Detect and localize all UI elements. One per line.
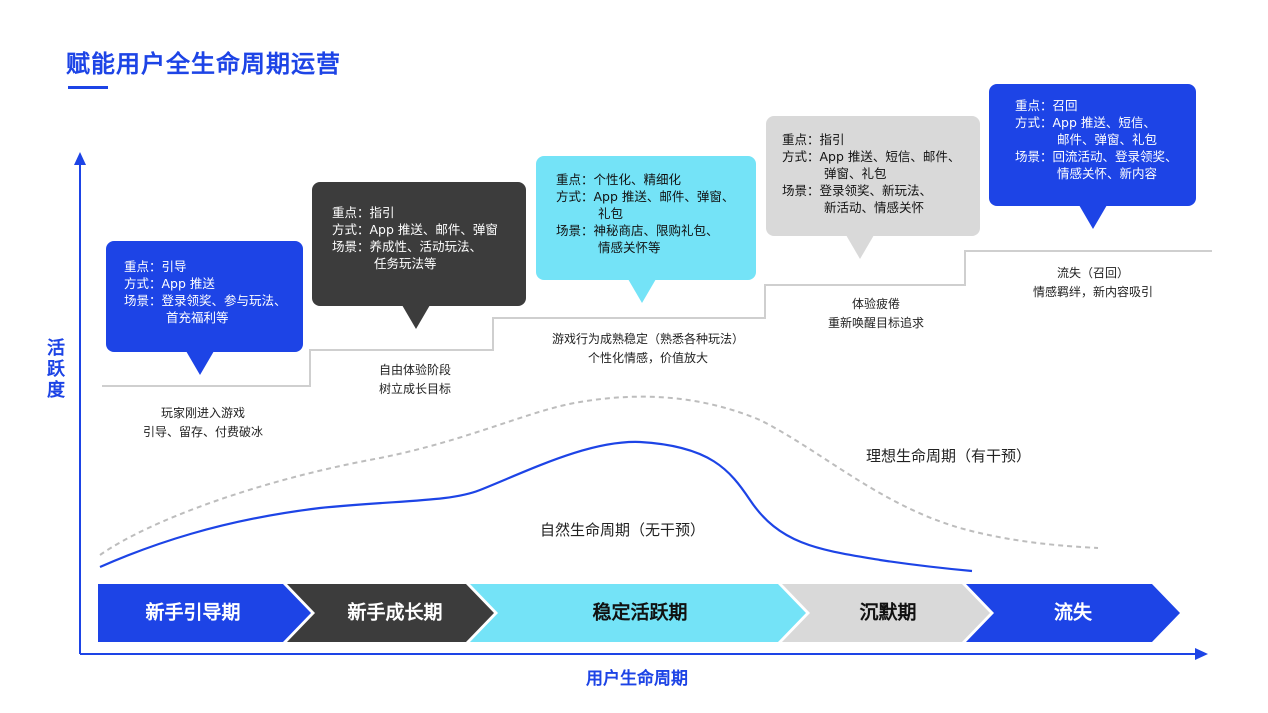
- bubble-1-line-3: 场景：登录领奖、参与玩法、: [124, 293, 287, 308]
- bubble-silent-stage: 重点：指引 方式：App 推送、短信、邮件、 弹窗、礼包 场景：登录领奖、新玩法…: [766, 116, 980, 236]
- stage-label-silent: 沉默期: [859, 601, 917, 624]
- bubble-4-line-5: 新活动、情感关怀: [824, 200, 925, 215]
- y-axis-arrow: [74, 152, 86, 165]
- caption-2-line-1: 自由体验阶段: [378, 363, 452, 377]
- caption-4-line-1: 体验疲倦: [851, 297, 901, 311]
- x-axis-arrow: [1195, 648, 1208, 660]
- caption-3-line-2: 个性化情感，价值放大: [587, 351, 709, 365]
- bubble-1-line-4: 首充福利等: [166, 310, 229, 325]
- bubble-guide-stage: 重点：引导 方式：App 推送 场景：登录领奖、参与玩法、 首充福利等: [106, 241, 303, 352]
- ideal-curve-label: 理想生命周期（有干预）: [866, 447, 1032, 465]
- caption-guide-stage: 玩家刚进入游戏 引导、留存、付费破冰: [143, 404, 263, 442]
- bubble-active-stage: 重点：个性化、精细化 方式：App 推送、邮件、弹窗、 礼包 场景：神秘商店、限…: [536, 156, 756, 280]
- ideal-lifecycle-curve: [99, 395, 1099, 556]
- bubble-3-line-5: 情感关怀等: [598, 240, 661, 255]
- caption-silent-stage: 体验疲倦 重新唤醒目标追求: [828, 295, 924, 333]
- natural-lifecycle-curve: [99, 440, 973, 573]
- stage-label-active: 稳定活跃期: [592, 601, 688, 624]
- caption-2-line-2: 树立成长目标: [378, 382, 452, 396]
- stage-chevron-5: [966, 584, 1180, 642]
- bubble-1-tail: [186, 351, 214, 375]
- stage-chevron-2: [287, 584, 494, 642]
- bubble-5-line-1: 重点：召回: [1015, 98, 1078, 113]
- caption-4-line-2: 重新唤醒目标追求: [827, 316, 925, 330]
- activity-staircase: [102, 250, 1212, 387]
- natural-curve-label: 自然生命周期（无干预）: [540, 521, 706, 539]
- bubble-3-line-1: 重点：个性化、精细化: [556, 172, 682, 187]
- bubble-2-tail: [402, 305, 430, 329]
- bubble-2-line-4: 任务玩法等: [374, 256, 437, 271]
- page-title: 赋能用户全生命周期运营: [66, 50, 341, 78]
- caption-active-stage: 游戏行为成熟稳定（熟悉各种玩法） 个性化情感，价值放大: [552, 330, 744, 368]
- caption-5-line-1: 流失（召回）: [1056, 266, 1130, 280]
- bubble-2-line-2: 方式：App 推送、邮件、弹窗: [332, 222, 498, 237]
- bubble-5-line-2: 方式：App 推送、短信、: [1015, 115, 1156, 130]
- bubble-5-line-5: 情感关怀、新内容: [1057, 166, 1158, 181]
- stage-label-guide: 新手引导期: [145, 601, 241, 624]
- title-underline: [68, 86, 108, 89]
- bubble-3-line-4: 场景：神秘商店、限购礼包、: [556, 223, 719, 238]
- caption-churn-stage: 流失（召回） 情感羁绊，新内容吸引: [1033, 264, 1153, 302]
- bubble-4-line-2: 方式：App 推送、短信、邮件、: [782, 149, 961, 164]
- bubble-3-line-2: 方式：App 推送、邮件、弹窗、: [556, 189, 735, 204]
- x-axis-label: 用户生命周期: [586, 669, 688, 689]
- caption-1-line-2: 引导、留存、付费破冰: [142, 425, 264, 439]
- bubble-churn-stage: 重点：召回 方式：App 推送、短信、 邮件、弹窗、礼包 场景：回流活动、登录领…: [989, 84, 1196, 206]
- stage-label-churn: 流失: [1053, 601, 1093, 624]
- bubble-5-line-3: 邮件、弹窗、礼包: [1057, 132, 1158, 147]
- bubble-2-line-1: 重点：指引: [332, 205, 395, 220]
- bubble-4-line-3: 弹窗、礼包: [824, 166, 887, 181]
- bubble-5-line-4: 场景：回流活动、登录领奖、: [1015, 149, 1178, 164]
- stage-label-growth: 新手成长期: [347, 601, 443, 624]
- bubble-3-line-3: 礼包: [598, 206, 624, 221]
- bubble-2-line-3: 场景：养成性、活动玩法、: [332, 239, 483, 254]
- bubble-1-line-2: 方式：App 推送: [124, 276, 215, 291]
- caption-3-line-1: 游戏行为成熟稳定（熟悉各种玩法）: [551, 332, 745, 346]
- caption-growth-stage: 自由体验阶段 树立成长目标: [379, 361, 451, 399]
- bubble-3-tail: [628, 279, 656, 303]
- stage-chevron-4: [782, 584, 990, 642]
- bubble-1-line-1: 重点：引导: [124, 259, 187, 274]
- stage-chevron-3: [470, 584, 806, 642]
- bubble-4-line-1: 重点：指引: [782, 132, 845, 147]
- caption-5-line-2: 情感羁绊，新内容吸引: [1032, 285, 1154, 299]
- caption-1-line-1: 玩家刚进入游戏: [160, 406, 246, 420]
- y-axis-label: 活跃度: [47, 338, 65, 401]
- bubble-5-tail: [1079, 205, 1107, 229]
- bubble-4-tail: [846, 235, 874, 259]
- bubble-4-line-4: 场景：登录领奖、新玩法、: [782, 183, 933, 198]
- stage-chevron-1: [98, 584, 311, 642]
- bubble-growth-stage: 重点：指引 方式：App 推送、邮件、弹窗 场景：养成性、活动玩法、 任务玩法等: [312, 182, 526, 306]
